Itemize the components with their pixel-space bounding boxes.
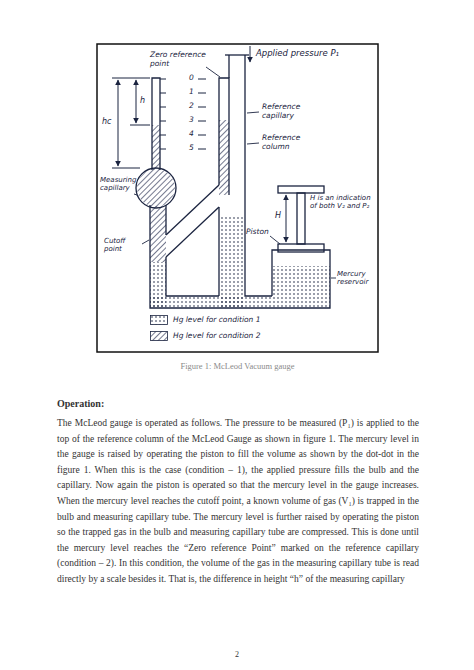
part-label: Reference capillary bbox=[262, 103, 322, 120]
legend-swatch bbox=[150, 315, 168, 325]
part-label: Measuring capillary bbox=[100, 176, 134, 192]
scale-number: 5 bbox=[189, 144, 194, 153]
part-label: Applied pressure P₁ bbox=[256, 49, 368, 59]
scale-number: 3 bbox=[189, 116, 194, 125]
legend-text: Hg level for condition 2 bbox=[173, 332, 261, 341]
page-number: 2 bbox=[232, 650, 242, 659]
leader-lines bbox=[134, 67, 336, 278]
dimension-label: H bbox=[275, 211, 281, 220]
figure-frame bbox=[97, 44, 378, 352]
legend-row: Hg level for condition 1 bbox=[150, 315, 261, 325]
part-label: Piston bbox=[246, 228, 269, 237]
gauge-tubes bbox=[136, 55, 330, 308]
mercury-condition-2 bbox=[137, 120, 229, 262]
scale-number: 0 bbox=[189, 74, 194, 83]
part-label: Cutoff point bbox=[104, 237, 144, 253]
part-label: Zero reference point bbox=[150, 51, 208, 68]
legend-row: Hg level for condition 2 bbox=[150, 331, 261, 341]
figure-caption: Figure 1: McLeod Vacuum gauge bbox=[97, 361, 378, 371]
scale-number: 4 bbox=[189, 130, 194, 139]
part-label: Mercury reservoir bbox=[337, 270, 377, 286]
dimension-label: hc bbox=[102, 117, 111, 126]
legend-swatch bbox=[150, 331, 168, 341]
mercury-condition-1 bbox=[150, 215, 330, 308]
scale-number: 1 bbox=[189, 88, 194, 97]
scale-ticks bbox=[112, 78, 206, 168]
section-heading: Operation: bbox=[57, 398, 104, 409]
dimension-arrows bbox=[118, 46, 286, 242]
legend-text: Hg level for condition 1 bbox=[173, 316, 261, 325]
body-paragraph: The McLeod gauge is operated as follows.… bbox=[57, 416, 419, 588]
part-label: Reference column bbox=[262, 134, 322, 151]
scale-number: 2 bbox=[189, 102, 194, 111]
note: H is an indication of both V₂ and P₂ bbox=[310, 194, 374, 210]
dimension-label: h bbox=[140, 96, 145, 105]
